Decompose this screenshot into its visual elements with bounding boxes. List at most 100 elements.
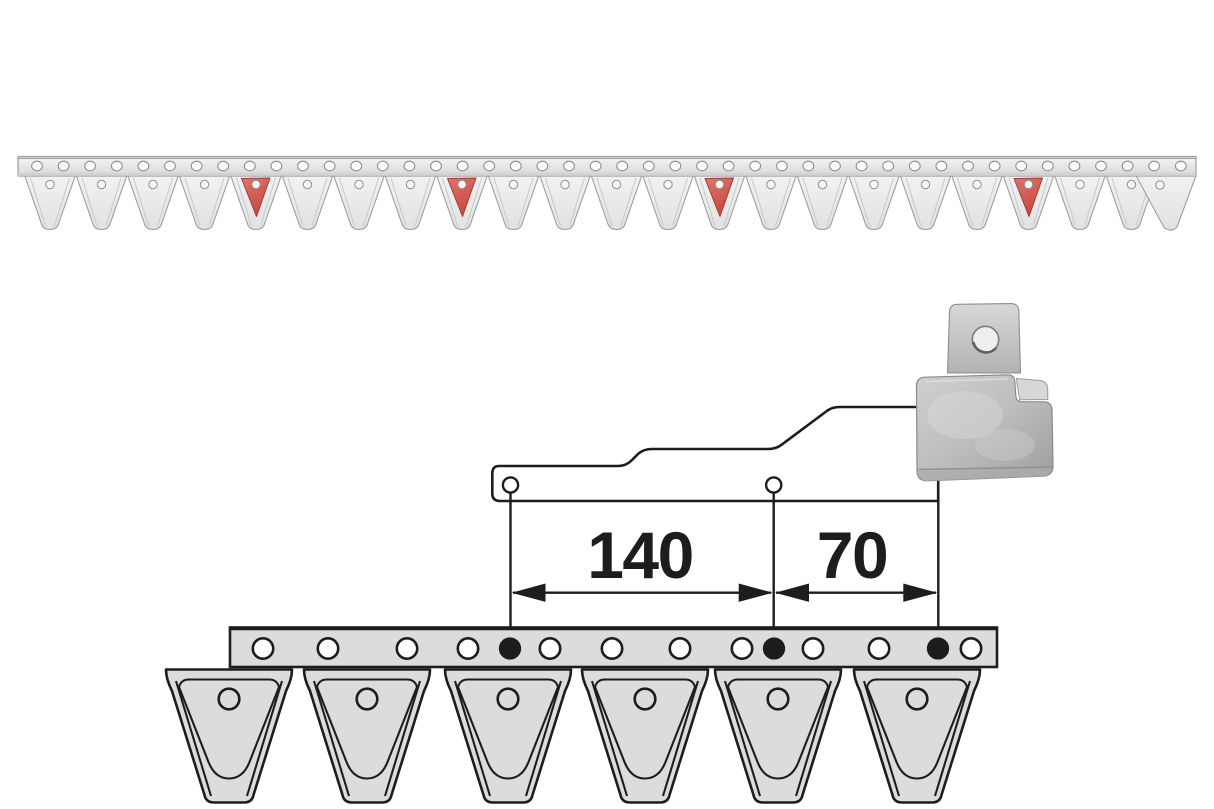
bar-rivet-hole [855,160,868,172]
detail-bar-hole-open [456,636,480,660]
section-bevel-line [236,177,252,227]
knife-section [642,174,694,231]
detail-bar-hole-open [316,636,340,660]
section-bevel-line [390,177,407,227]
end-knife-section [1135,174,1197,231]
knife-section [333,174,385,231]
section-rivet-hole [1075,179,1085,190]
section-rivet-hole [148,179,158,190]
section-bevel-line [311,177,328,227]
profile-mount-hole [501,476,520,494]
detail-cutter-bar [164,626,999,804]
knife-back-profile-outline [491,405,940,503]
section-rivet-hole [560,179,570,190]
section-rivet-hole [714,179,725,190]
section-bevel-line [826,177,843,227]
section-bevel-line [208,177,225,227]
dimension-annotations: 140 70 [511,518,938,602]
detail-bar-hole-filled [762,637,786,660]
knife-section [24,174,76,231]
detail-section-hole [217,687,241,711]
section-bevel-line [260,177,276,227]
detail-knife-section [713,668,843,804]
bar-rivet-hole [1041,160,1054,172]
section-bevel-line [414,177,431,227]
detail-section-hole [355,687,379,711]
bar-rivet-hole [456,160,469,172]
bar-rivet-hole [509,160,522,172]
detail-section-hole [633,687,657,711]
knife-section [951,174,1003,231]
bar-rivet-hole [722,160,735,172]
knife-section [178,174,231,231]
detail-bevel-line [723,680,762,797]
detail-face-outline [593,678,697,780]
knife-head-highlight-2 [975,429,1035,461]
detail-face-outline [315,678,419,780]
detail-knife-section [580,668,710,804]
section-bevel-line [287,177,304,227]
bar-rivet-hole [164,160,176,172]
section-bevel-line [442,177,458,227]
detail-bevel-line [524,680,563,797]
detail-bevel-line [383,680,422,797]
section-rivet-hole [199,179,210,190]
section-bevel-line [929,177,946,227]
bar-rivet-hole [323,160,336,172]
section-rivet-hole [354,179,364,190]
detail-bevel-line [933,680,972,797]
bar-rivet-hole [1015,160,1028,172]
section-bevel-line [699,177,716,227]
section-bevel-line [493,177,510,227]
bar-rivet-hole [190,160,203,172]
detail-bevel-line [312,680,351,797]
section-bevel-line [723,177,740,227]
section-bevel-line [81,177,98,227]
dimension-value-140: 140 [587,518,693,592]
detail-bar-hole-open [251,636,275,660]
section-bevel-line [545,177,561,227]
section-rivet-hole [817,179,828,190]
bar-rivet-hole [110,160,123,172]
bar-rivet-hole [669,160,682,172]
bar-rivet-hole [57,160,70,172]
section-bevel-line [517,177,534,227]
section-rivet-hole [766,179,776,190]
bar-rivet-hole [775,160,788,172]
section-bevel-line [1060,177,1076,227]
bar-rivet-hole [589,160,602,172]
bar-rivet-hole [217,160,230,172]
red-marked-section [704,177,734,217]
knife-section [127,174,179,231]
bar-rivet-hole [536,160,549,172]
knife-section [384,174,437,231]
section-bevel-line [596,177,613,227]
detail-knife-section [852,668,982,804]
section-bevel-line [30,177,46,227]
section-rivet-hole [251,179,261,190]
knife-section [539,174,591,231]
section-bevel-line [775,177,791,227]
section-bevel-line [648,177,664,227]
section-bevel-line [569,177,585,227]
arrowhead-right-70 [903,583,938,602]
section-rivet-hole [302,179,313,190]
bar-rivet-hole [908,160,921,172]
section-bevel-line [54,177,70,227]
bar-rivet-hole [642,160,655,172]
detail-face-outline [177,678,281,780]
bar-rivet-hole [1068,160,1081,172]
section-bevel-line [905,177,922,227]
detail-bar-hole-open [867,636,891,660]
knife-section [1054,174,1106,231]
detail-bevel-line [453,680,492,797]
knife-section [281,174,334,231]
bar-rivet-hole [430,160,442,172]
section-bevel-line [802,177,819,227]
section-bevel-line [620,177,637,227]
section-bevel-line [878,177,894,227]
detail-bevel-line [794,680,833,797]
knife-section [745,174,797,231]
